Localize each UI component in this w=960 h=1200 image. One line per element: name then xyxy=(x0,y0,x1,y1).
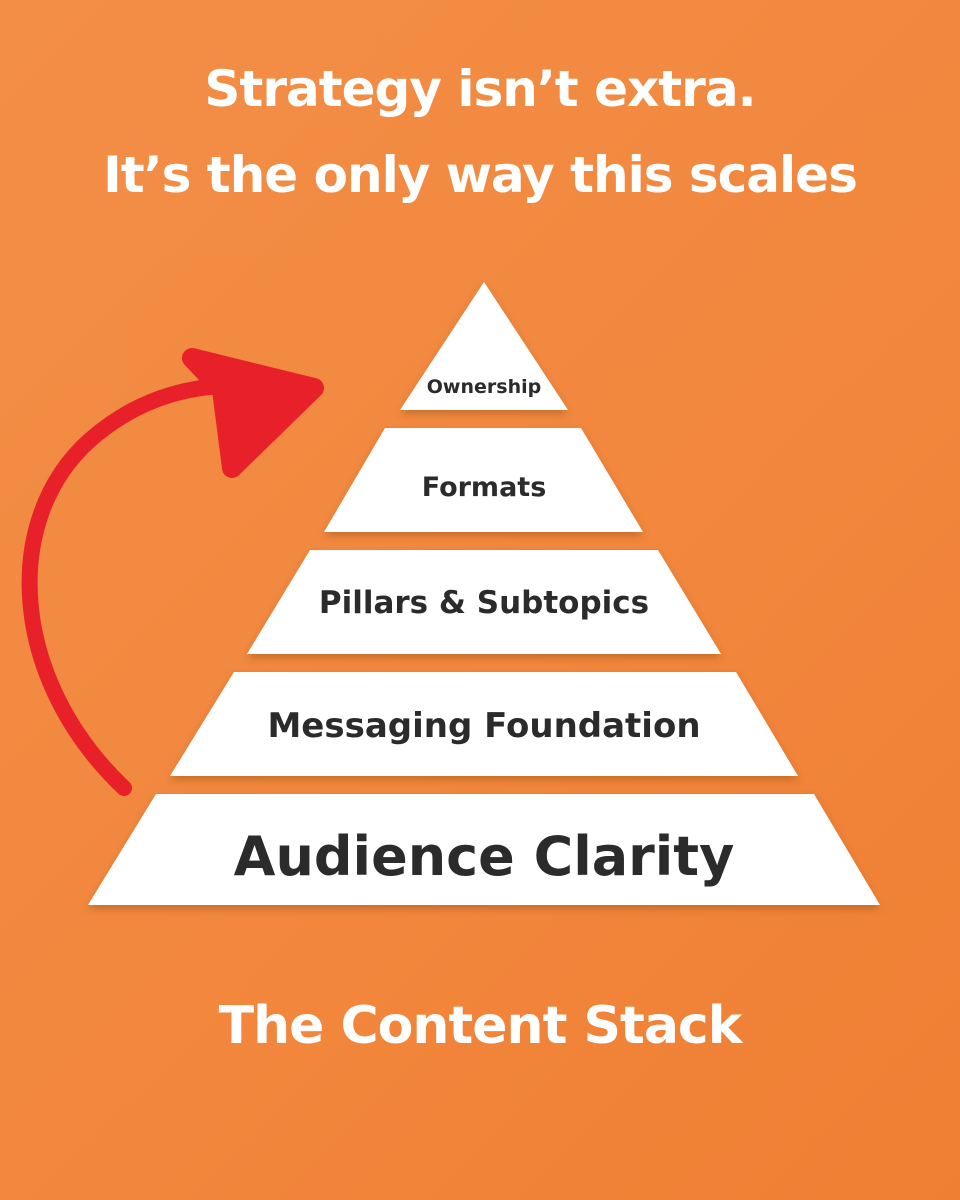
pyramid-tier-messaging-foundation: Messaging Foundation xyxy=(170,672,798,776)
pyramid-tier-ownership: Ownership xyxy=(400,282,568,410)
tier-label-messaging-foundation: Messaging Foundation xyxy=(267,706,700,746)
tier-label-ownership: Ownership xyxy=(427,376,541,398)
headline-line-1: Strategy isn’t extra. xyxy=(204,60,756,118)
pyramid-tier-pillars-subtopics: Pillars & Subtopics xyxy=(247,550,721,654)
curved-arrow-icon xyxy=(21,348,324,796)
footer-title: The Content Stack xyxy=(218,996,743,1056)
pyramid-tier-audience-clarity: Audience Clarity xyxy=(88,794,880,905)
headline-line-2: It’s the only way this scales xyxy=(103,146,858,204)
tier-label-formats: Formats xyxy=(422,472,547,503)
tier-label-pillars-subtopics: Pillars & Subtopics xyxy=(319,585,649,621)
pyramid-tier-formats: Formats xyxy=(324,428,643,532)
tier-label-audience-clarity: Audience Clarity xyxy=(234,825,735,888)
